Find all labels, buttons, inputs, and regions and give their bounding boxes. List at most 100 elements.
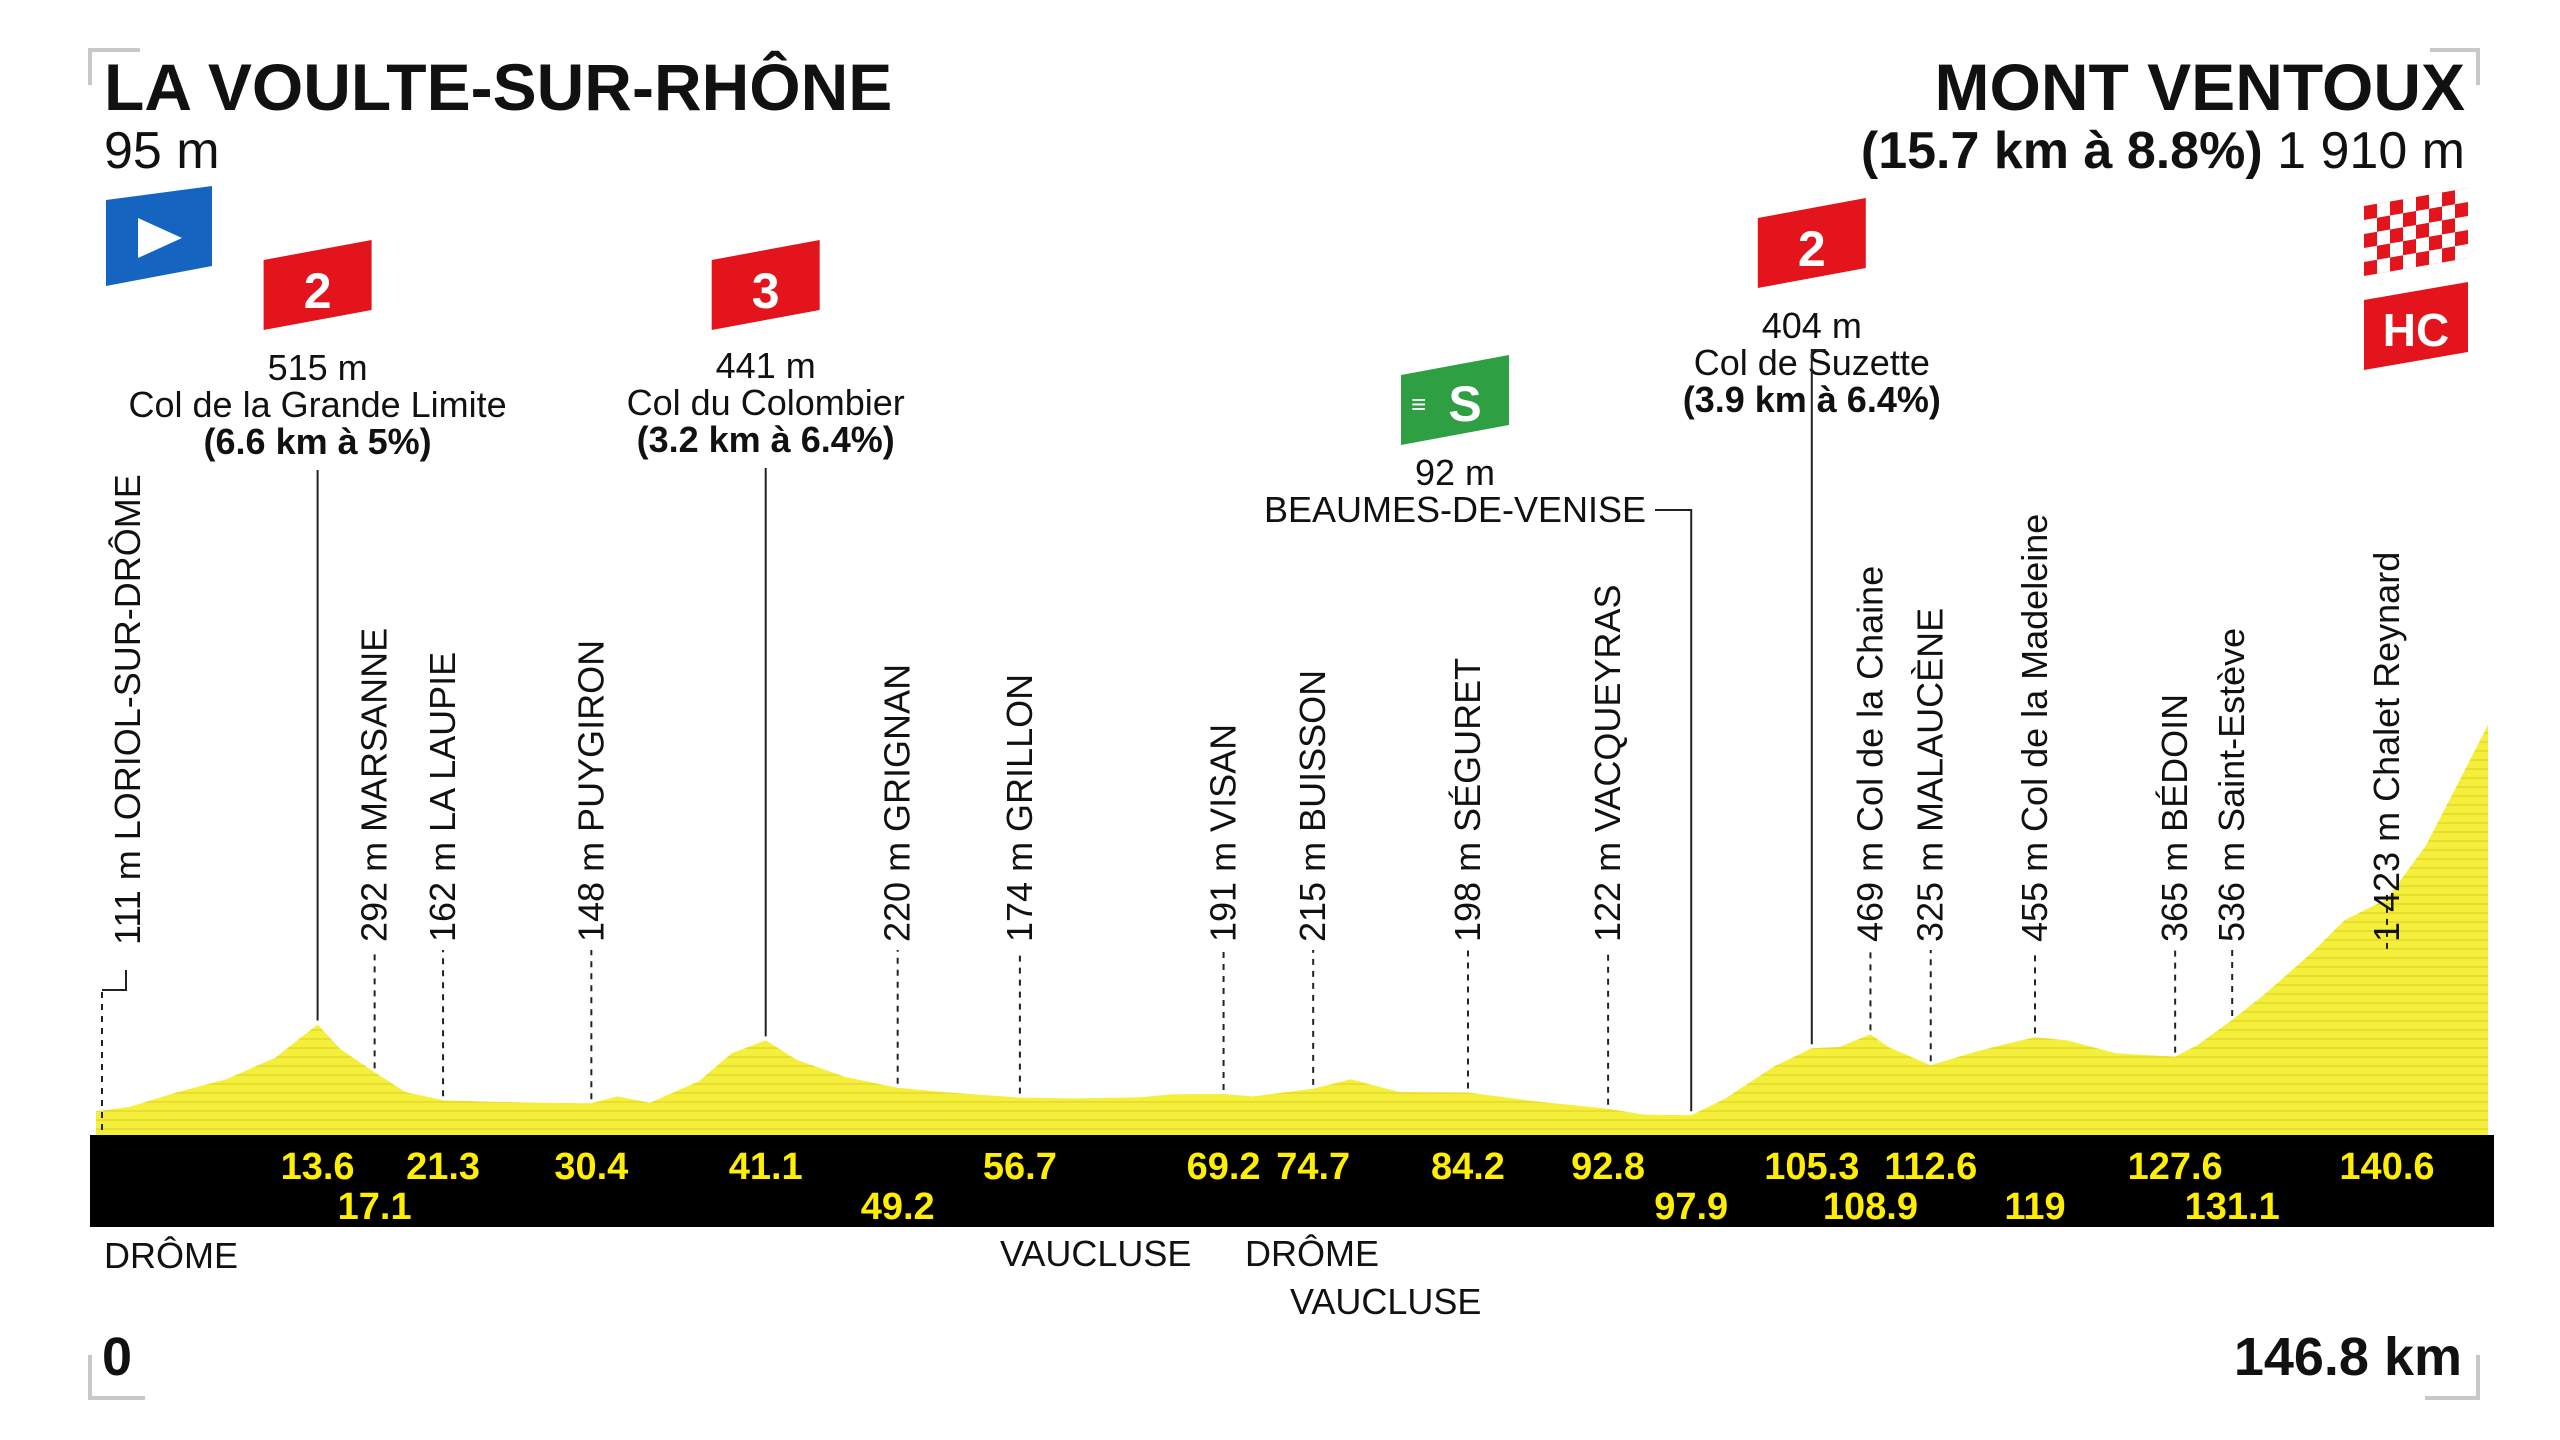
km-label: 30.4 <box>554 1146 628 1188</box>
hc-label: HC <box>2383 304 2449 356</box>
km-band-background <box>90 1135 2494 1227</box>
hc-category-icon: HC <box>2364 282 2468 370</box>
department-label: VAUCLUSE <box>1290 1281 1481 1322</box>
category-2-climb-icon: 2 <box>263 240 372 330</box>
km-label: 112.6 <box>1884 1146 1977 1188</box>
waypoint-label: 174 m GRILLON <box>999 674 1040 942</box>
km-label: 84.2 <box>1431 1146 1505 1188</box>
checkered-square <box>2377 201 2390 218</box>
waypoint-labels: 111 m LORIOL-SUR-DRÔME 292 m MARSANNE 162 … <box>107 474 2407 945</box>
checkered-square <box>2403 253 2416 270</box>
climb-altitude: 404 m <box>1762 305 1862 346</box>
waypoint-label: 191 m VISAN <box>1203 724 1244 942</box>
sprint-speed-lines: ≡ <box>1411 389 1426 419</box>
sprint-guide-line <box>1655 509 1693 1112</box>
km-label: 69.2 <box>1187 1146 1261 1188</box>
waypoint-label: 469 m Col de la Chaine <box>1849 566 1890 942</box>
start-km: 0 <box>102 1327 132 1387</box>
category-badge <box>711 240 820 330</box>
sprint-altitude: 92 m <box>1415 452 1495 493</box>
category-3-climb-icon: 3 <box>711 240 820 330</box>
category-number: 3 <box>752 263 780 319</box>
sprint-badge <box>1401 355 1509 445</box>
km-label: 131.1 <box>2185 1186 2280 1228</box>
profile-area <box>96 725 2488 1135</box>
checkered-square <box>2455 244 2468 261</box>
start-altitude: 95 m <box>104 122 220 180</box>
sprint-icon: S≡ <box>1401 355 1509 445</box>
km-label: 92.8 <box>1571 1146 1645 1188</box>
km-label: 56.7 <box>983 1146 1057 1188</box>
waypoint-label: 536 m Saint-Estève <box>2211 628 2252 942</box>
waypoint-label: 1 423 m Chalet Reynard <box>2366 552 2407 942</box>
checkered-square <box>2403 197 2416 214</box>
km-label: 119 <box>2004 1186 2065 1228</box>
checkered-square <box>2377 229 2390 246</box>
waypoint-label: 111 m LORIOL-SUR-DRÔME <box>107 474 148 945</box>
finish-km: 146.8 km <box>2234 1327 2462 1387</box>
checkered-square <box>2455 216 2468 233</box>
checkered-square <box>2442 204 2455 221</box>
guide-lines <box>101 894 2388 1130</box>
finish-altitude: 1 910 m <box>2277 122 2465 180</box>
category-2-climb-icon: 2 <box>1757 198 1866 288</box>
waypoint-label: 215 m BUISSON <box>1292 670 1333 942</box>
km-label: 108.9 <box>1823 1186 1918 1228</box>
waypoint-label: 455 m Col de la Madeleine <box>2014 514 2055 942</box>
sprint-name: BEAUMES-DE-VENISE <box>1264 489 1646 530</box>
finish-name: MONT VENTOUX <box>1935 50 2465 124</box>
checkered-square <box>2377 257 2390 274</box>
checkered-square <box>2416 236 2429 253</box>
km-label: 105.3 <box>1764 1146 1859 1188</box>
km-label: 140.6 <box>2339 1146 2434 1188</box>
km-label: 127.6 <box>2128 1146 2223 1188</box>
frame-corner-bl <box>88 1355 145 1400</box>
checkered-square <box>2364 217 2377 234</box>
km-label: 97.9 <box>1654 1186 1728 1228</box>
waypoint-label: 148 m PUYGIRON <box>570 640 611 942</box>
km-label: 49.2 <box>861 1186 935 1228</box>
km-label: 74.7 <box>1276 1146 1350 1188</box>
sprint-letter: S <box>1448 376 1481 432</box>
frame <box>88 48 2480 1400</box>
category-number: 2 <box>304 263 332 319</box>
checkered-square <box>2442 232 2455 249</box>
waypoint-label: 162 m LA LAUPIE <box>422 652 463 942</box>
checkered-square <box>2429 220 2442 237</box>
frame-corner-tr <box>2430 48 2480 85</box>
frame-corner-br <box>2425 1355 2480 1400</box>
category-number: 2 <box>1798 221 1826 277</box>
frame-corner-tl <box>88 48 140 85</box>
km-label: 13.6 <box>281 1146 355 1188</box>
checkered-square <box>2416 208 2429 225</box>
checkered-square <box>2455 188 2468 205</box>
climb-detail: (6.6 km à 5%) <box>204 421 432 462</box>
checkered-square <box>2390 241 2403 258</box>
km-label: 17.1 <box>338 1186 412 1228</box>
climb-name: Col du Colombier <box>627 382 905 423</box>
department-label: DRÔME <box>104 1235 238 1276</box>
start-name: LA VOULTE-SUR-RHÔNE <box>104 50 892 124</box>
waypoint-label: 220 m GRIGNAN <box>877 664 918 942</box>
category-badge <box>1757 198 1866 288</box>
department-label: VAUCLUSE <box>1000 1233 1191 1274</box>
waypoint-label: 122 m VACQUEYRAS <box>1587 585 1628 942</box>
finish-climb-line: (15.7 km à 8.8%) 1 910 m <box>1861 122 2465 180</box>
km-label: 41.1 <box>729 1146 803 1188</box>
finish-climb: (15.7 km à 8.8%) <box>1861 122 2263 180</box>
category-badge <box>263 240 372 330</box>
waypoint-label: 292 m MARSANNE <box>354 628 395 942</box>
climb-altitude: 441 m <box>716 345 816 386</box>
guide-bracket <box>102 970 127 991</box>
waypoint-label: 198 m SÉGURET <box>1447 658 1488 942</box>
climb-name: Col de la Grande Limite <box>129 384 507 425</box>
department-label: DRÔME <box>1245 1233 1379 1274</box>
checkered-square <box>2429 248 2442 265</box>
waypoint-label: 365 m BÉDOIN <box>2154 694 2195 942</box>
